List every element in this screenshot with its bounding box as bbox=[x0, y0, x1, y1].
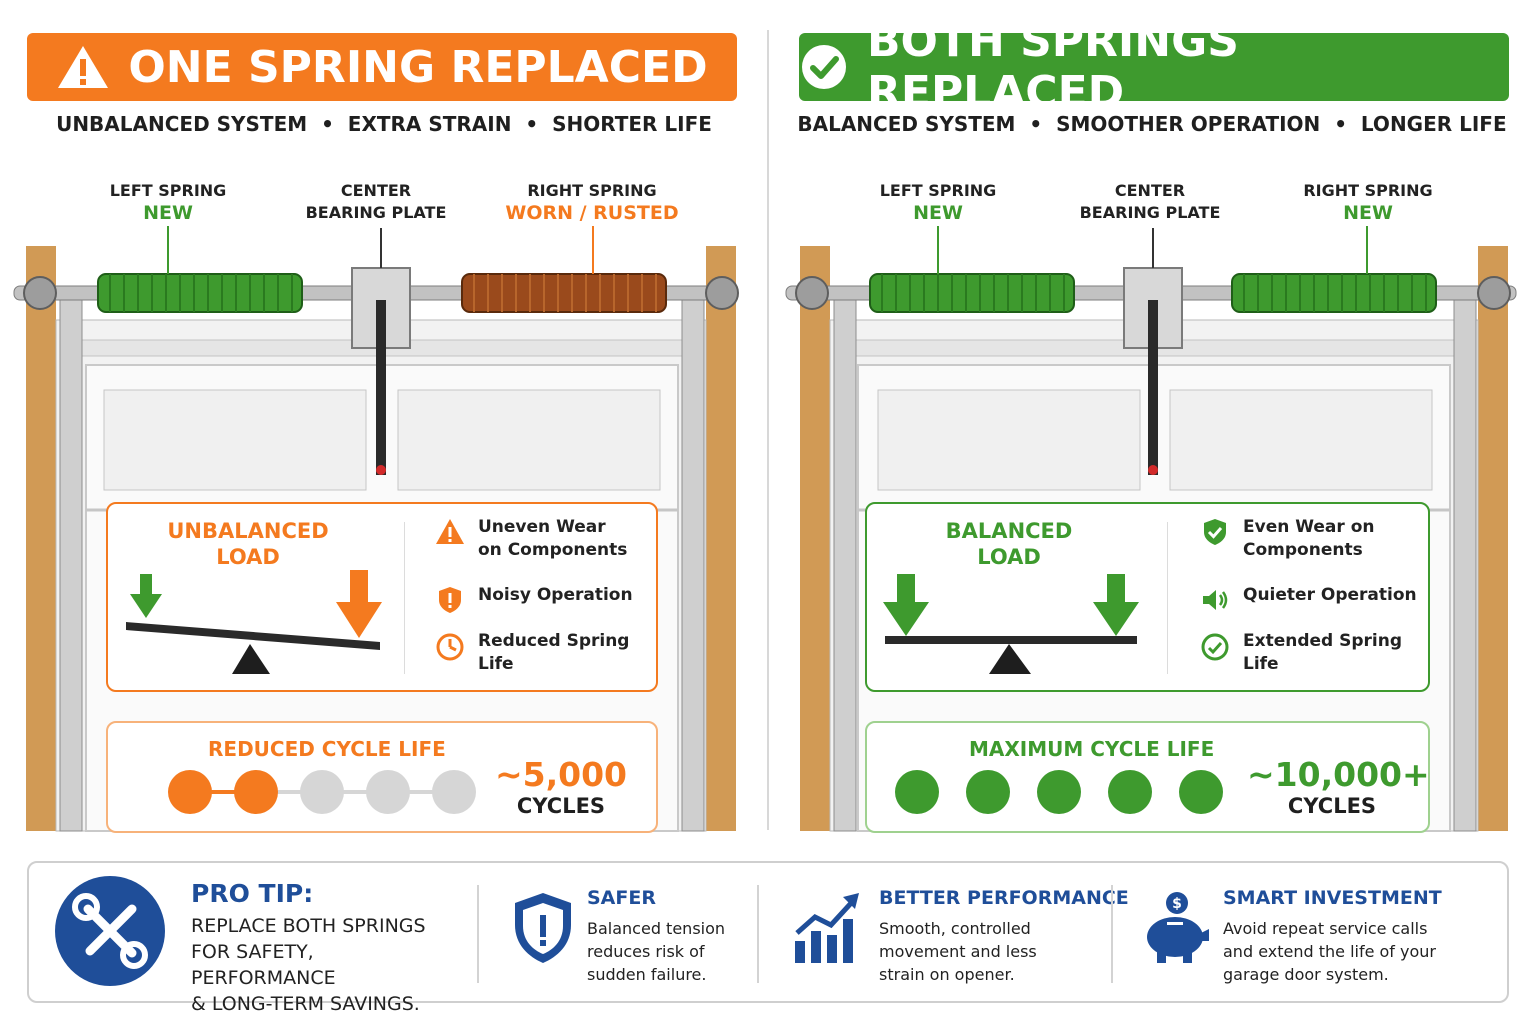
seesaw-illustration bbox=[883, 574, 1139, 674]
svg-text:$: $ bbox=[1172, 896, 1182, 912]
cycle-dot-filled bbox=[1179, 770, 1223, 814]
large-down-arrow bbox=[336, 570, 382, 638]
banner-title: BOTH SPRINGS REPLACED bbox=[867, 16, 1239, 118]
shield-icon bbox=[515, 893, 571, 963]
center-plate-label: CENTER BEARING PLATE bbox=[305, 181, 447, 222]
cycle-dot-filled bbox=[234, 770, 278, 814]
small-down-arrow bbox=[130, 574, 162, 618]
cycle-life-card: MAXIMUM CYCLE LIFE ~10,000+ CYCLES bbox=[865, 721, 1430, 833]
warning-icon bbox=[58, 46, 109, 88]
load-title: UNBALANCED LOAD bbox=[167, 519, 329, 569]
cycle-dot-filled bbox=[1037, 770, 1081, 814]
right-spring bbox=[461, 273, 667, 313]
growth-chart-icon bbox=[795, 893, 859, 963]
warning-icon bbox=[436, 519, 464, 544]
both-springs-banner: BOTH SPRINGS REPLACED bbox=[799, 16, 1509, 118]
bar-divider bbox=[1111, 885, 1113, 983]
clock-check-icon bbox=[1201, 633, 1229, 661]
clock-icon bbox=[436, 633, 464, 661]
left-spring-status: NEW bbox=[913, 202, 963, 224]
one-spring-panel: ONE SPRING REPLACED UNBALANCED SYSTEM • … bbox=[0, 0, 768, 845]
pro-tip-title: PRO TIP: bbox=[191, 879, 314, 908]
right-spring-label: RIGHT SPRING NEW bbox=[1298, 180, 1438, 224]
left-spring bbox=[869, 273, 1075, 313]
seesaw-illustration bbox=[126, 570, 382, 674]
cycle-number: ~5,000 CYCLES bbox=[494, 755, 628, 819]
piggy-bank-icon: $ bbox=[1147, 892, 1209, 963]
right-spring-status: NEW bbox=[1343, 202, 1393, 224]
cycle-dot-empty bbox=[432, 770, 476, 814]
cycle-dot-filled bbox=[1108, 770, 1152, 814]
cycle-indicator bbox=[168, 770, 476, 814]
panel-subtitle: BALANCED SYSTEM • SMOOTHER OPERATION • L… bbox=[797, 112, 1507, 136]
effect-item: Noisy Operation bbox=[434, 584, 654, 616]
card-divider bbox=[404, 522, 405, 674]
left-down-arrow bbox=[883, 574, 929, 636]
seesaw-beam bbox=[126, 622, 380, 650]
shield-alert-icon bbox=[439, 587, 461, 613]
one-spring-banner: ONE SPRING REPLACED bbox=[27, 33, 737, 101]
right-spring-label: RIGHT SPRING WORN / RUSTED bbox=[502, 180, 682, 224]
right-spring-status: WORN / RUSTED bbox=[505, 202, 679, 224]
left-spring bbox=[97, 273, 303, 313]
cycle-title: REDUCED CYCLE LIFE bbox=[208, 737, 446, 761]
bar-divider bbox=[477, 885, 479, 983]
pro-tip-text: REPLACE BOTH SPRINGS FOR SAFETY, PERFORM… bbox=[191, 915, 426, 1015]
left-spring-label: LEFT SPRING NEW bbox=[870, 180, 1006, 224]
cycle-indicator bbox=[895, 770, 1223, 814]
check-circle-icon bbox=[802, 45, 846, 89]
panel-divider bbox=[767, 30, 769, 830]
shield-check-icon bbox=[1204, 519, 1226, 545]
seesaw-beam bbox=[885, 636, 1137, 644]
center-plate-label: CENTER BEARING PLATE bbox=[1079, 181, 1221, 222]
banner-title: ONE SPRING REPLACED bbox=[128, 41, 708, 93]
left-spring-label: LEFT SPRING NEW bbox=[100, 180, 236, 224]
cycle-dot-empty bbox=[300, 770, 344, 814]
cycle-dot-filled bbox=[168, 770, 212, 814]
left-spring-status: NEW bbox=[143, 202, 193, 224]
cycle-life-card: REDUCED CYCLE LIFE ~5,000 CYCLES bbox=[106, 721, 658, 833]
load-title: BALANCED LOAD bbox=[945, 519, 1073, 569]
cycle-dot-filled bbox=[966, 770, 1010, 814]
bar-divider bbox=[757, 885, 759, 983]
speaker-icon bbox=[1203, 590, 1228, 610]
both-springs-panel: BOTH SPRINGS REPLACED BALANCED SYSTEM • … bbox=[768, 0, 1536, 845]
cycle-dot-filled bbox=[895, 770, 939, 814]
cycle-title: MAXIMUM CYCLE LIFE bbox=[969, 737, 1215, 761]
card-divider bbox=[1167, 522, 1168, 674]
benefit-item: Quieter Operation bbox=[1199, 584, 1419, 616]
panel-subtitle: UNBALANCED SYSTEM • EXTRA STRAIN • SHORT… bbox=[56, 112, 712, 136]
fulcrum bbox=[232, 644, 270, 674]
right-spring bbox=[1231, 273, 1437, 313]
tools-icon bbox=[55, 876, 165, 986]
cycle-dot-empty bbox=[366, 770, 410, 814]
right-down-arrow bbox=[1093, 574, 1139, 636]
pro-tip-bar: PRO TIP: REPLACE BOTH SPRINGS FOR SAFETY… bbox=[27, 861, 1509, 1015]
cycle-number: ~10,000+ CYCLES bbox=[1247, 755, 1430, 819]
fulcrum bbox=[989, 644, 1031, 674]
